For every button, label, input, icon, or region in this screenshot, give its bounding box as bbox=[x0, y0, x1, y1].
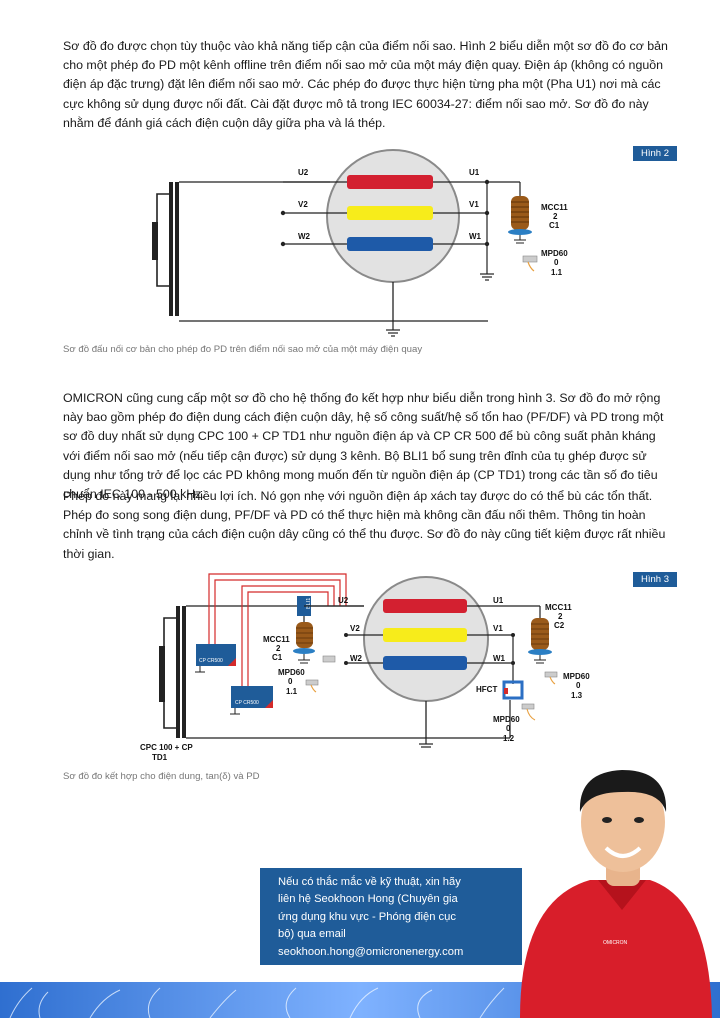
terminal-v2-label: V2 bbox=[298, 200, 308, 209]
mpd-bottom-line1: MPD60 bbox=[493, 715, 520, 724]
mpd-right-line2: 0 bbox=[576, 681, 581, 690]
terminal-w1-label: W1 bbox=[469, 232, 482, 241]
terminal-u2-label: U2 bbox=[338, 596, 349, 605]
svg-text:BLI1: BLI1 bbox=[306, 598, 312, 609]
mpd-unit-icon bbox=[544, 671, 558, 685]
terminal-w2-label: W2 bbox=[298, 232, 311, 241]
mpd-1-line1: MPD60 bbox=[541, 249, 568, 258]
shirt-logo: OMICRON bbox=[603, 940, 628, 946]
contact-box bbox=[260, 868, 522, 965]
source-label-line2: TD1 bbox=[152, 753, 168, 762]
phase-u-bar bbox=[383, 599, 467, 613]
contact-line-4: bộ) qua email bbox=[278, 928, 346, 941]
svg-text:CP CR500: CP CR500 bbox=[199, 658, 223, 664]
mcc-c1-line2: 2 bbox=[276, 644, 281, 653]
terminal-v1-label: V1 bbox=[469, 200, 479, 209]
mcc-c1-line1: MCC11 bbox=[263, 635, 290, 644]
measurement-wires bbox=[208, 573, 347, 686]
paragraph-intro: Sơ đồ đo được chọn tùy thuộc vào khả năn… bbox=[63, 39, 668, 130]
contact-line-3: ứng dụng khu vực - Phóng điện cục bbox=[278, 910, 456, 923]
phase-u-bar bbox=[347, 175, 433, 189]
figure-3-label: Hình 3 bbox=[633, 572, 677, 587]
source-label-line1: CPC 100 + CP bbox=[140, 743, 193, 752]
coupling-capacitor-left bbox=[293, 622, 315, 654]
mpd-unit-icon bbox=[305, 679, 319, 693]
coupling-capacitor-right bbox=[528, 618, 552, 655]
terminal-u1-label: U1 bbox=[469, 168, 480, 177]
mpd-unit-icon bbox=[322, 655, 336, 663]
terminal-u2-label: U2 bbox=[298, 168, 309, 177]
mpd-1-line2: 0 bbox=[554, 258, 559, 267]
mpd-left-line1: MPD60 bbox=[278, 668, 305, 677]
paragraph-combined-system: OMICRON cũng cung cấp một sơ đồ cho hệ t… bbox=[63, 391, 664, 502]
ground-symbol bbox=[419, 738, 433, 748]
mpd-left-line3: 1.1 bbox=[286, 687, 298, 696]
mcc-c2-line1: MCC11 bbox=[545, 603, 572, 612]
terminal-u1-label: U1 bbox=[493, 596, 504, 605]
terminal-w2-label: W2 bbox=[350, 654, 363, 663]
mcc-c2-line3: C2 bbox=[554, 621, 565, 630]
hfct-label: HFCT bbox=[476, 685, 497, 694]
phase-w-bar bbox=[383, 656, 467, 670]
mcc-c1-line3: C1 bbox=[549, 221, 560, 230]
coupling-capacitor bbox=[508, 196, 532, 240]
contact-line-1: Nếu có thắc mắc về kỹ thuật, xin hãy bbox=[278, 876, 461, 888]
mpd-left-line2: 0 bbox=[288, 677, 293, 686]
figure-3-caption: Sơ đồ đo kết hợp cho điện dung, tan(δ) v… bbox=[63, 771, 260, 782]
mpd-bottom-line3: 1.2 bbox=[503, 734, 515, 743]
mcc-c1-line2: 2 bbox=[553, 212, 558, 221]
svg-text:CP CR500: CP CR500 bbox=[235, 700, 259, 706]
terminal-w1-label: W1 bbox=[493, 654, 506, 663]
cp-cr500-unit-2: CP CR500 bbox=[231, 686, 273, 708]
mpd-unit-icon bbox=[521, 703, 536, 721]
figure-2-diagram: U2 V2 W2 U1 V1 W1 MCC11 2 C1 MPD60 0 1.1 bbox=[152, 149, 568, 337]
cp-cr500-unit-1: CP CR500 bbox=[196, 644, 236, 666]
mcc-c1-line3: C1 bbox=[272, 653, 283, 662]
figure-2-label: Hình 2 bbox=[633, 146, 677, 161]
terminal-v2-label: V2 bbox=[350, 624, 360, 633]
phase-v-bar bbox=[347, 206, 433, 220]
hfct-sensor bbox=[502, 680, 524, 700]
contact-person-photo: OMICRON bbox=[520, 770, 712, 1018]
mpd-right-line1: MPD60 bbox=[563, 672, 590, 681]
figure-3-diagram: CP CR500 CP CR500 BLI1 MCC11 2 C1 MPD60 … bbox=[140, 573, 590, 762]
mpd-unit-icon bbox=[522, 255, 538, 272]
mpd-bottom-line2: 0 bbox=[506, 724, 511, 733]
contact-email-link[interactable]: seokhoon.hong@omicronenergy.com bbox=[278, 945, 464, 958]
phase-v-bar bbox=[383, 628, 467, 642]
paragraph-benefits: Phép đo này mang lại nhiều lợi ích. Nó g… bbox=[63, 489, 666, 561]
mcc-c2-line2: 2 bbox=[558, 612, 563, 621]
figure-2-caption: Sơ đồ đấu nối cơ bản cho phép đo PD trên… bbox=[63, 344, 423, 355]
phase-w-bar bbox=[347, 237, 433, 251]
contact-line-2: liên hệ Seokhoon Hong (Chuyên gia bbox=[278, 893, 458, 906]
terminal-v1-label: V1 bbox=[493, 624, 503, 633]
mcc-c1-line1: MCC11 bbox=[541, 203, 568, 212]
mpd-right-line3: 1.3 bbox=[571, 691, 583, 700]
contact-text: Nếu có thắc mắc về kỹ thuật, xin hãy liê… bbox=[278, 874, 514, 961]
mpd-1-line3: 1.1 bbox=[551, 268, 563, 277]
ground-symbol bbox=[386, 321, 400, 337]
